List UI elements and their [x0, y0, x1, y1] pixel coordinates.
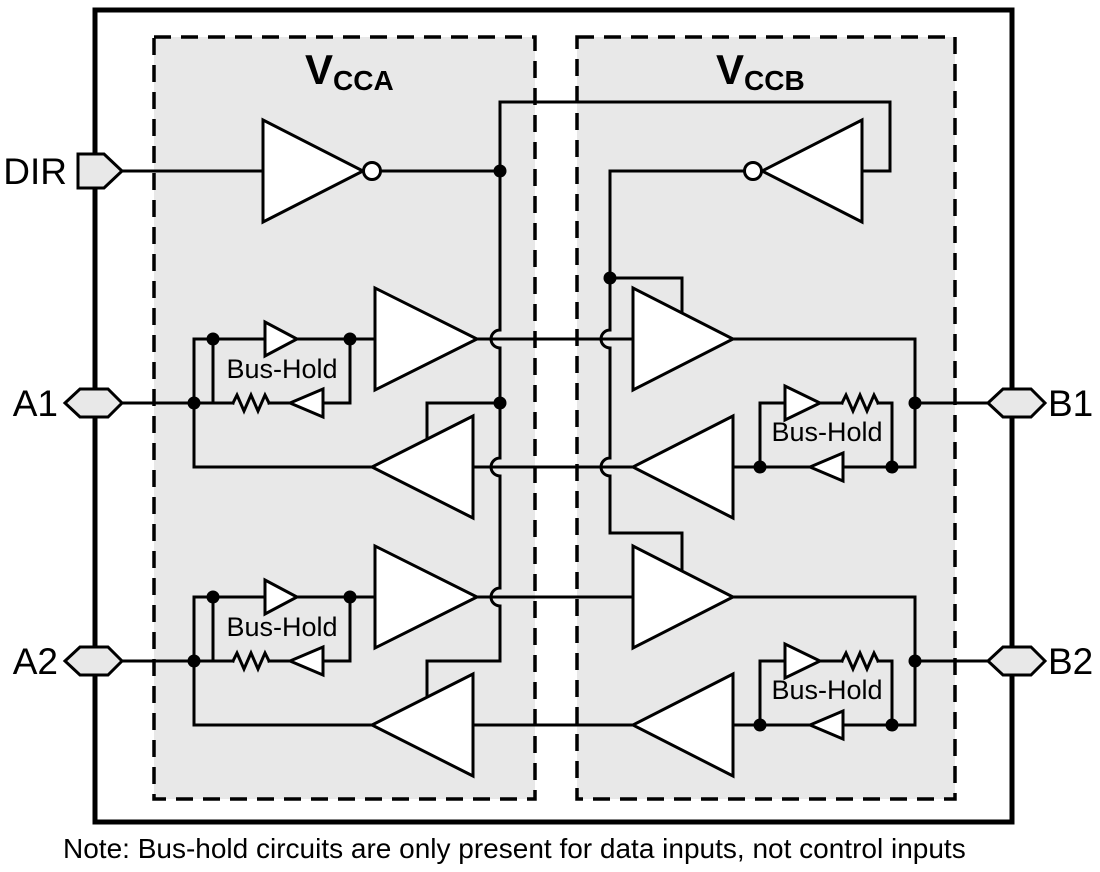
- dir-inverter-b-bubble-icon: [743, 161, 763, 181]
- bus-hold-a1-label: Bus-Hold: [226, 354, 337, 384]
- junction-dot: [187, 654, 201, 668]
- junction-dot: [908, 396, 922, 410]
- junction-dots: [187, 164, 922, 732]
- b2-input-buffer: [629, 671, 735, 779]
- vccb-region: [575, 35, 957, 801]
- vcca-label: VCCA: [305, 46, 394, 96]
- bus-hold-a1-feedback-buffer: [286, 386, 325, 420]
- gates: [261, 117, 864, 779]
- bus-hold-b1-label: Bus-Hold: [771, 417, 882, 447]
- a2-input-buffer: [373, 543, 481, 651]
- bus-hold-a2-resistor: [230, 649, 272, 673]
- junction-dot: [885, 460, 899, 474]
- bus-hold-b1-wire2: [876, 401, 894, 469]
- a1-pin: [62, 387, 125, 419]
- b2-pin: [985, 645, 1048, 677]
- note-text: Note: Bus-hold circuits are only present…: [63, 833, 966, 864]
- a1-pin-label: A1: [13, 383, 58, 424]
- bus-hold-b1-feedback-buffer: [806, 450, 845, 484]
- junction-dot: [753, 718, 767, 732]
- a2-pin: [62, 645, 125, 677]
- junction-dot: [206, 332, 220, 346]
- vcca-region: [152, 35, 537, 801]
- junction-dot: [908, 654, 922, 668]
- bus-hold-b2-buffer: [783, 641, 824, 681]
- dir-pin: [76, 152, 125, 190]
- a1-output-buffer: [368, 413, 475, 521]
- bus-hold-b2-wire2: [876, 659, 894, 727]
- b1-pin: [985, 387, 1048, 419]
- junction-dot: [603, 271, 617, 285]
- dir-inverter-a: [261, 117, 367, 225]
- b1-input-buffer: [629, 413, 735, 521]
- bus-hold-a1-resistor: [230, 391, 272, 415]
- a1-input-buffer: [373, 285, 481, 393]
- b1-pin-label: B1: [1048, 383, 1093, 424]
- enable-tap-a1: [425, 401, 502, 442]
- a2-output-buffer: [368, 671, 475, 779]
- dir-cross-link-wire: [498, 100, 892, 173]
- b2-output-buffer: [631, 543, 737, 651]
- enable-tap-b1: [608, 276, 684, 315]
- bus-hold-b2-resistor: [839, 649, 881, 673]
- bus-hold-b1-buffer: [783, 383, 824, 423]
- junction-dot: [206, 590, 220, 604]
- bus-hold-a2-label: Bus-Hold: [226, 612, 337, 642]
- b1-output-buffer: [631, 285, 737, 393]
- bus-hold-a2-buffer: [263, 577, 301, 617]
- junction-dot: [493, 396, 507, 410]
- pins: [62, 152, 1048, 677]
- b2-pin-label: B2: [1048, 641, 1093, 682]
- junction-dot: [493, 164, 507, 178]
- junction-dot: [885, 718, 899, 732]
- bus-hold-b1-resistor: [839, 391, 881, 415]
- junction-dot: [753, 460, 767, 474]
- a2-pin-label: A2: [13, 641, 58, 682]
- vccb-label: VCCB: [716, 46, 805, 96]
- bus-hold-b2-label: Bus-Hold: [771, 675, 882, 705]
- dir-inverter-b: [758, 117, 864, 225]
- dir-pin-label: DIR: [3, 151, 67, 192]
- enable-rail-b: [599, 169, 684, 574]
- bus-hold-b2-feedback-buffer: [806, 708, 845, 742]
- bus-hold-a1-buffer: [263, 319, 301, 359]
- junction-dot: [187, 396, 201, 410]
- bus-hold-a2-feedback-buffer: [286, 644, 325, 678]
- junction-dot: [343, 590, 357, 604]
- junction-dot: [343, 332, 357, 346]
- dir-inverter-a-bubble-icon: [362, 161, 382, 181]
